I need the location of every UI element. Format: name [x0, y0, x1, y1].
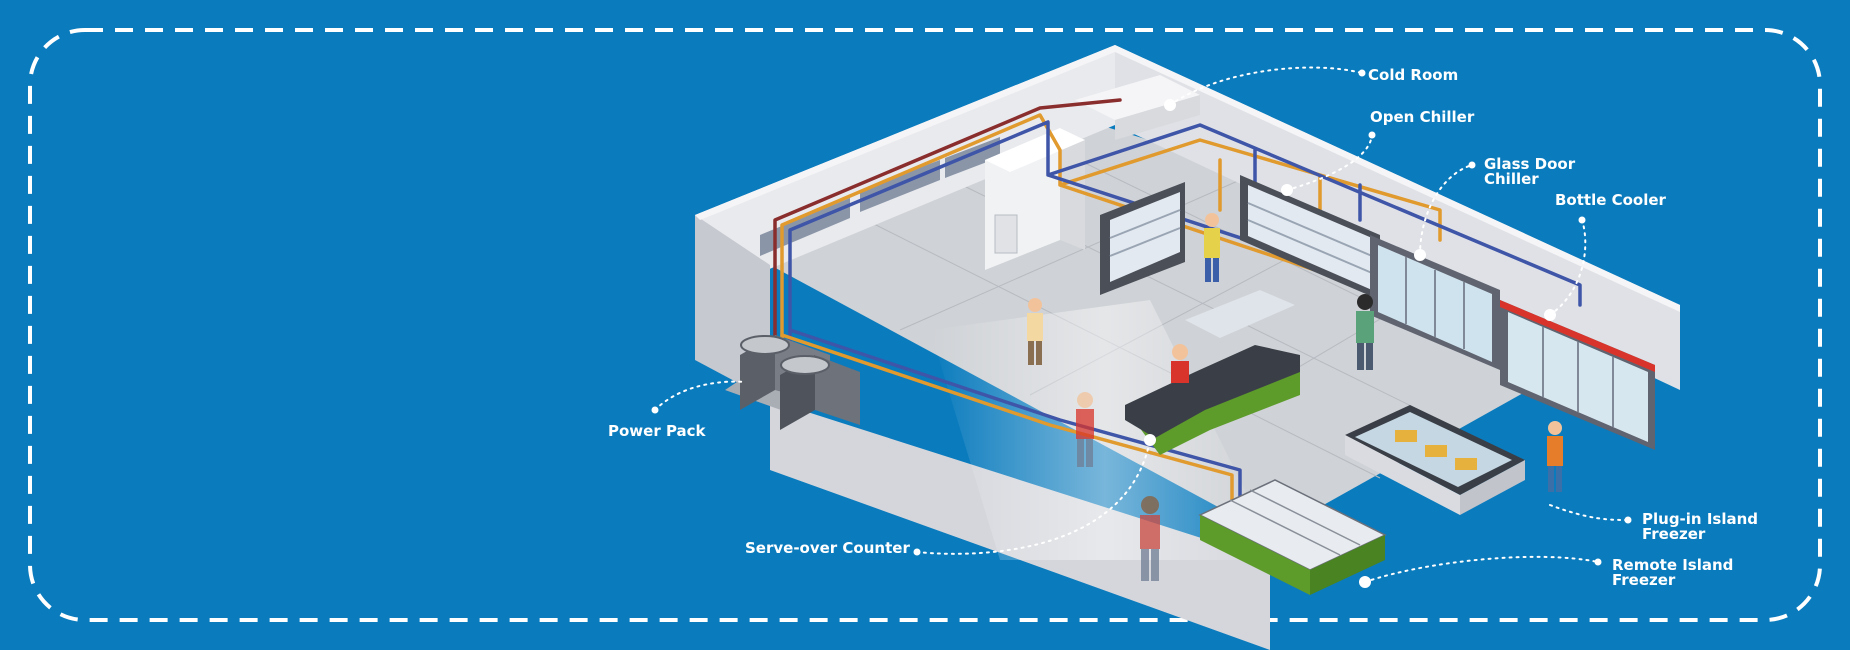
leader-lines [654, 66, 1629, 583]
label-remote-island-freezer-line2: Freezer [1612, 571, 1676, 589]
label-bottle-cooler: Bottle Cooler [1555, 191, 1666, 209]
shopper [1547, 421, 1563, 492]
label-remote-island-freezer: Remote Island Freezer [1612, 558, 1733, 588]
pipe-blue [788, 120, 1582, 412]
marker-bottle-cooler [1544, 309, 1556, 321]
label-open-chiller: Open Chiller [1370, 108, 1475, 126]
pipe-orange [780, 113, 1442, 407]
label-glass-door-chiller-line1: Glass Door [1484, 155, 1576, 173]
leader-plugin-island-freezer [1549, 504, 1629, 521]
floor-fade [930, 300, 1280, 560]
bottle-cooler [1500, 300, 1655, 450]
marker-serve-over-label [913, 548, 921, 556]
shopper [1204, 213, 1220, 282]
marker-bottle-cooler-label [1578, 216, 1586, 224]
plug-in-island-freezer [1345, 405, 1525, 515]
shopper [1076, 392, 1094, 467]
power-pack [725, 335, 860, 430]
shopper [1140, 496, 1160, 581]
marker-remote-label [1594, 558, 1602, 566]
serve-over-counter [1125, 290, 1300, 455]
marker-glass-door-label [1468, 161, 1476, 169]
marker-remote-island-freezer [1359, 576, 1371, 588]
marker-open-chiller-label [1368, 131, 1376, 139]
marker-power-pack [651, 406, 659, 414]
leader-remote-island-freezer [1364, 555, 1599, 583]
pipe-orange-counter [780, 333, 1234, 517]
shopper [1171, 344, 1189, 383]
label-glass-door-chiller: Glass Door Chiller [1484, 157, 1575, 187]
label-plugin-island-freezer: Plug-in Island Freezer [1642, 512, 1758, 542]
label-serve-over-counter: Serve-over Counter [745, 539, 910, 557]
label-remote-island-freezer-line1: Remote Island [1612, 556, 1734, 574]
label-plugin-island-freezer-line2: Freezer [1642, 525, 1706, 543]
remote-island-freezer [1198, 479, 1387, 595]
leader-power-pack [654, 380, 746, 411]
leader-bottle-cooler [1549, 219, 1587, 316]
marker-serve-over-counter [1144, 434, 1156, 446]
label-cold-room: Cold Room [1368, 66, 1459, 84]
shopper [1027, 298, 1043, 365]
marker-dots [651, 69, 1632, 588]
leader-open-chiller [1286, 134, 1373, 191]
leader-cold-room [1169, 66, 1363, 106]
leader-glass-door-chiller [1419, 164, 1473, 256]
marker-plugin-island-freezer [1624, 516, 1632, 524]
marker-glass-door-chiller [1414, 249, 1426, 261]
marker-cold-room [1164, 99, 1176, 111]
open-chiller [1100, 175, 1380, 300]
leader-serve-over-counter [916, 439, 1151, 555]
back-wall-right [1115, 45, 1680, 390]
shopper-figures [1027, 213, 1563, 581]
glass-door-chiller [1370, 235, 1500, 370]
shopper [1356, 294, 1374, 370]
marker-open-chiller [1281, 184, 1293, 196]
pipe-red [773, 98, 1122, 402]
dashed-frame [28, 28, 1822, 622]
label-plugin-island-freezer-line1: Plug-in Island [1642, 510, 1759, 528]
refrigerant-pipes [773, 98, 1582, 517]
label-glass-door-chiller-line2: Chiller [1484, 170, 1539, 188]
marker-cold-room-label [1358, 69, 1366, 77]
label-power-pack: Power Pack [608, 422, 706, 440]
